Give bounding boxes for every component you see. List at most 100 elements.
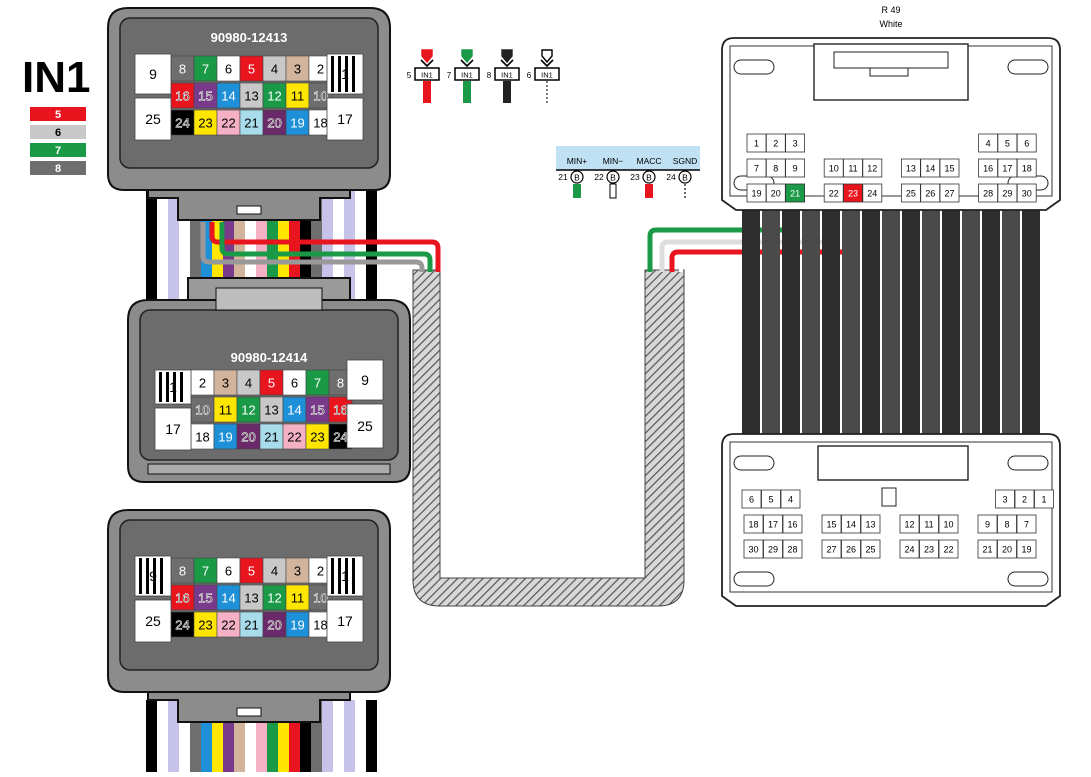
in1-pin-label: 8 xyxy=(487,71,492,80)
pin-label-2: 2 xyxy=(317,62,324,77)
pin-label-11: 11 xyxy=(291,89,305,104)
in1-symbol-8: 8 IN1 xyxy=(487,49,520,103)
r49-pin-label: 2 xyxy=(1022,495,1027,505)
r49-pin-label: 30 xyxy=(748,545,758,555)
signal-header: MACC xyxy=(636,156,661,166)
r49-pin-label: 24 xyxy=(867,189,877,199)
pin-label-7: 7 xyxy=(202,62,209,77)
pin-label-8: 8 xyxy=(179,564,186,579)
pin-label-3: 3 xyxy=(294,62,301,77)
r49-pin-28 xyxy=(782,539,803,559)
r49-pin-label: 4 xyxy=(986,139,991,149)
pin-label-14: 14 xyxy=(221,89,235,104)
r49-pin-label: 16 xyxy=(787,520,797,530)
svg-text:17: 17 xyxy=(337,111,353,127)
pin-label-24: 24 xyxy=(333,430,347,445)
svg-text:25: 25 xyxy=(357,418,373,434)
pin-label-4: 4 xyxy=(245,376,252,391)
pin-label-5: 5 xyxy=(268,376,275,391)
r49-pin-label: 29 xyxy=(768,545,778,555)
pin-label-20: 20 xyxy=(241,430,255,445)
pin-label-22: 22 xyxy=(221,618,235,633)
pin-label-21: 21 xyxy=(244,618,258,633)
r49-pin-label: 27 xyxy=(826,545,836,555)
r49-title: R 49 xyxy=(881,5,900,15)
r49-pin-label: 19 xyxy=(751,189,761,199)
in1-pin-label: 6 xyxy=(527,71,532,80)
r49-wire-loom xyxy=(742,208,1040,440)
r49-pin-label: 14 xyxy=(925,164,935,174)
in1-pin-label: 7 xyxy=(447,71,452,80)
pin-label-11: 11 xyxy=(219,403,233,418)
r49-pin-label: 25 xyxy=(906,189,916,199)
pin-label-2: 2 xyxy=(199,376,206,391)
pin-label-23: 23 xyxy=(310,430,324,445)
in1-tag: IN1 xyxy=(501,71,513,80)
r49-pin-16 xyxy=(782,514,803,534)
pin-label-4: 4 xyxy=(271,62,278,77)
r49-subtitle: White xyxy=(879,19,902,29)
r49-pin-8 xyxy=(997,514,1017,534)
r49-pin-label: 4 xyxy=(788,495,793,505)
pin-label-18: 18 xyxy=(313,116,327,131)
r49-pin-27 xyxy=(821,539,842,559)
r49-pin-21 xyxy=(785,183,805,203)
r49-pin-label: 1 xyxy=(1041,495,1046,505)
signal-pin: 23 xyxy=(630,172,640,182)
r49-pin-label: 26 xyxy=(925,189,935,199)
r49-pin-label: 20 xyxy=(771,189,781,199)
pin-label-22: 22 xyxy=(287,430,301,445)
r49-pin-3 xyxy=(995,489,1015,509)
r49-pin-label: 23 xyxy=(924,545,934,555)
r49-pin-23 xyxy=(919,539,939,559)
r49-pin-label: 16 xyxy=(983,164,993,174)
r49-pin-label: 28 xyxy=(787,545,797,555)
r49-pin-label: 27 xyxy=(944,189,954,199)
pin-label-15: 15 xyxy=(198,89,212,104)
svg-text:17: 17 xyxy=(337,613,353,629)
legend-label-8: 8 xyxy=(55,163,61,175)
braided-cable xyxy=(412,269,685,607)
r49-pin-label: 9 xyxy=(985,520,990,530)
r49-pin-27 xyxy=(939,183,960,203)
legend-label-7: 7 xyxy=(55,145,61,157)
pin-label-3: 3 xyxy=(294,564,301,579)
r49-pin-6 xyxy=(1016,133,1037,153)
in1-pin-label: 5 xyxy=(407,71,412,80)
r49-pin-label: 18 xyxy=(748,520,758,530)
r49-pin-label: 5 xyxy=(768,495,773,505)
pin-label-2: 2 xyxy=(317,564,324,579)
r49-pin-label: 25 xyxy=(865,545,875,555)
r49-pin-24 xyxy=(862,183,883,203)
pin-label-12: 12 xyxy=(241,403,255,418)
r49-pin-29 xyxy=(763,539,783,559)
r49-pin-label: 10 xyxy=(943,520,953,530)
r49-pin-15 xyxy=(821,514,842,534)
r49-pin-label: 1 xyxy=(754,139,759,149)
pin-label-5: 5 xyxy=(248,62,255,77)
pin-label-8: 8 xyxy=(337,376,344,391)
r49-pin-label: 30 xyxy=(1022,189,1032,199)
r49-pin-label: 28 xyxy=(983,189,993,199)
r49-pin-11 xyxy=(919,514,939,534)
signal-badge: B xyxy=(610,173,616,183)
r49-pin-label: 7 xyxy=(1024,520,1029,530)
pin-label-23: 23 xyxy=(198,116,212,131)
r49-pin-13 xyxy=(860,514,881,534)
pin-10 xyxy=(308,82,333,109)
signal-header: SGND xyxy=(673,156,698,166)
pin-label-4: 4 xyxy=(271,564,278,579)
signal-badge: B xyxy=(682,173,688,183)
legend-label-6: 6 xyxy=(55,127,61,139)
legend-swatch-7 xyxy=(30,143,86,157)
svg-text:25: 25 xyxy=(145,613,161,629)
pin-label-18: 18 xyxy=(313,618,327,633)
r49-pin-12 xyxy=(862,158,883,178)
r49-pin-24 xyxy=(899,539,920,559)
